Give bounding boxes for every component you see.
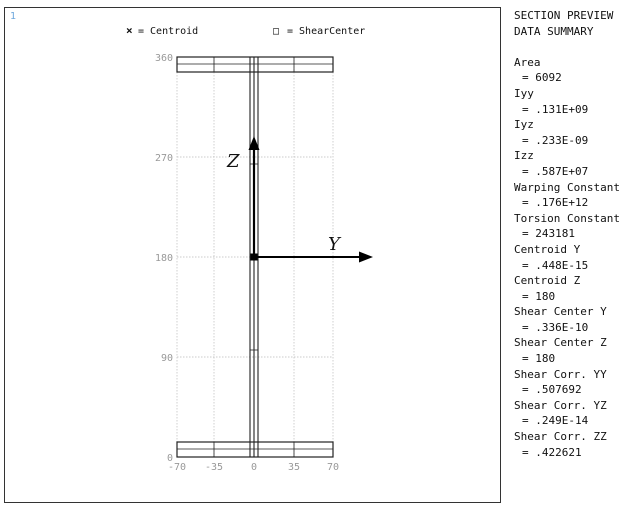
y-tick-label: 0 [167,453,173,464]
summary-item-label: Shear Corr. YZ [514,398,607,412]
summary-item-label: Shear Center Y [514,305,607,319]
summary-item-label: Centroid Y [514,242,581,256]
summary-item-label: Iyz [514,118,534,132]
centroid-legend-label: = Centroid [138,26,198,37]
y-tick-label: 90 [161,353,173,364]
summary-item-label: Centroid Z [514,274,581,288]
y-tick-label: 270 [155,153,173,164]
section-plot: 1 × = Centroid □ = ShearCenter 0 90 180 270… [10,11,373,473]
centroid-legend-icon: × [126,24,133,37]
summary-item-label: Torsion Constant [514,211,620,225]
z-axis-label: Z [226,151,240,172]
shear-center-legend-label: = ShearCenter [287,26,365,37]
x-tick-label: 0 [251,462,257,473]
summary-item-value: = 6092 [522,71,562,85]
summary-item-label: Warping Constant [514,180,620,194]
shear-center-legend-icon: □ [273,26,279,37]
top-flange [176,56,334,73]
summary-item-label: Iyy [514,86,534,100]
summary-item-label: Shear Corr. ZZ [514,430,607,444]
summary-item-value: = .448E-15 [522,258,589,272]
summary-heading: SECTION PREVIEW [514,9,614,22]
z-axis-arrow [248,136,260,257]
summary-item-label: Area [514,55,541,69]
summary-item-value: = .176E+12 [522,196,589,210]
summary-item-label: Izz [514,149,534,163]
y-axis-label: Y [328,234,342,255]
y-axis-arrow [254,251,373,263]
x-tick-label: 35 [288,462,300,473]
summary-item-value: = .587E+07 [522,164,589,178]
y-tick-label: 180 [155,253,173,264]
summary-item-value: = .507692 [522,383,582,397]
summary-item-value: = .422621 [522,445,582,459]
summary-item-value: = 180 [522,289,556,303]
summary-item-value: = .336E-10 [522,320,589,334]
bottom-flange [176,441,334,458]
section-plot-panel: 1 × = Centroid □ = ShearCenter 0 90 180 270… [4,7,501,503]
summary-item-value: = .233E-09 [522,133,589,147]
corner-marker: 1 [10,11,16,22]
x-tick-label: -35 [205,462,223,473]
tick-labels: 0 90 180 270 360 -70 -35 0 35 70 [155,53,339,473]
x-tick-label: -70 [168,462,186,473]
summary-item-label: Shear Corr. YY [514,367,607,381]
x-tick-label: 70 [327,462,339,473]
y-tick-label: 360 [155,53,173,64]
summary-item-value: = 243181 [522,227,575,241]
summary-spacer [514,39,638,55]
summary-item-value: = .131E+09 [522,102,589,116]
summary-item-value: = 180 [522,352,556,366]
summary-item-value: = .249E-14 [522,414,589,428]
summary-subheading: DATA SUMMARY [514,24,594,38]
shear-center-marker-icon [250,253,258,261]
summary-item-label: Shear Center Z [514,336,607,350]
